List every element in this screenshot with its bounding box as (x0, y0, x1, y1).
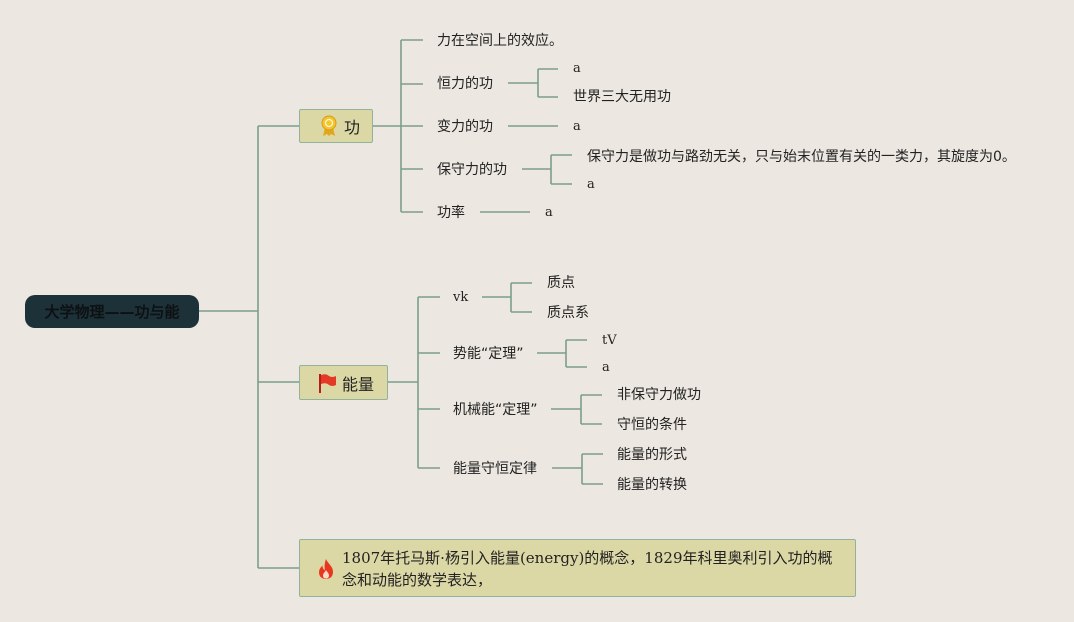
energy-vk-child-2[interactable]: 质点系 (547, 305, 589, 321)
root-label: 大学物理——功与能 (44, 303, 180, 321)
energy-potential[interactable]: 势能“定理” (453, 346, 524, 362)
work-constant-force-child-2[interactable]: 世界三大无用功 (573, 89, 671, 105)
energy-vk-child-1[interactable]: 质点 (547, 275, 575, 291)
energy-mechanical[interactable]: 机械能“定理” (453, 402, 538, 418)
history-note-text: 1807年托马斯·杨引入能量(energy)的概念，1829年科里奥利引入功的概… (342, 549, 833, 589)
energy-vk[interactable]: vk (453, 290, 469, 305)
energy-conservation-child-1[interactable]: 能量的形式 (617, 447, 687, 463)
branch-work-label: 功 (344, 118, 361, 137)
work-constant-force-child-1[interactable]: a (573, 61, 581, 76)
work-conservative-force-child-1[interactable]: 保守力是做功与路劲无关，只与始末位置有关的一类力，其旋度为0。 (587, 149, 1016, 165)
branch-work[interactable]: 功 (299, 109, 373, 143)
work-conservative-force-child-2[interactable]: a (587, 177, 595, 192)
work-variable-force-child-1[interactable]: a (573, 119, 581, 134)
branch-history-note[interactable]: 1807年托马斯·杨引入能量(energy)的概念，1829年科里奥利引入功的概… (299, 539, 856, 597)
work-constant-force[interactable]: 恒力的功 (437, 76, 493, 92)
energy-potential-child-1[interactable]: tV (602, 333, 617, 348)
red-flag-icon (316, 372, 338, 394)
work-variable-force[interactable]: 变力的功 (437, 119, 493, 135)
energy-mechanical-child-2[interactable]: 守恒的条件 (617, 417, 687, 433)
energy-mechanical-child-1[interactable]: 非保守力做功 (617, 387, 701, 403)
root-node[interactable]: 大学物理——功与能 (25, 295, 199, 328)
energy-conservation-child-2[interactable]: 能量的转换 (617, 477, 687, 493)
work-power[interactable]: 功率 (437, 205, 465, 221)
branch-energy-label: 能量 (342, 374, 375, 394)
branch-energy[interactable]: 能量 (299, 365, 388, 400)
work-conservative-force[interactable]: 保守力的功 (437, 162, 507, 178)
work-definition[interactable]: 力在空间上的效应。 (437, 33, 563, 49)
fire-icon (316, 558, 336, 580)
energy-potential-child-2[interactable]: a (602, 360, 610, 375)
energy-conservation[interactable]: 能量守恒定律 (453, 461, 537, 477)
medal-icon (318, 115, 340, 137)
work-power-child-1[interactable]: a (545, 205, 553, 220)
